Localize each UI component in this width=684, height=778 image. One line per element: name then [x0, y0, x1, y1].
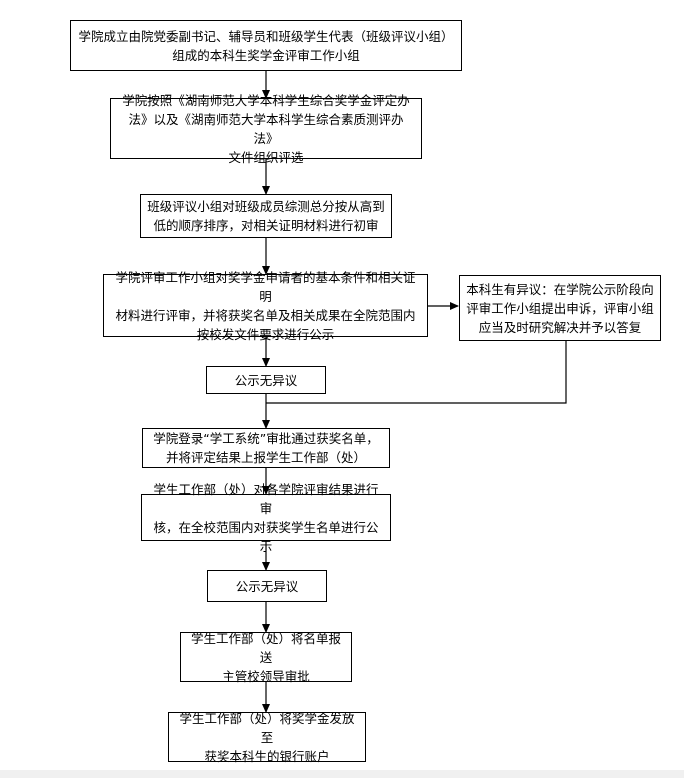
step-form-committee: 学院成立由院党委副书记、辅导员和班级学生代表（班级评议小组） 组成的本科生奖学金…: [70, 20, 462, 71]
step-submit-system: 学院登录“学工系统”审批通过获奖名单， 并将评定结果上报学生工作部（处）: [142, 428, 390, 468]
line-objection-return: [266, 341, 567, 404]
step-leader-approval: 学生工作部（处）将名单报送 主管校领导审批: [180, 631, 352, 684]
step-organize-selection: 学院按照《湖南师范大学本科学生综合奖学金评定办 法》以及《湖南师范大学本科学生综…: [110, 93, 422, 165]
step-publicity-no-objection: 公示无异议: [206, 366, 326, 394]
step-publicity-no-objection-2: 公示无异议: [207, 570, 327, 602]
bottom-scroll-strip: [0, 770, 684, 778]
step-college-review: 学院评审工作小组对奖学金申请者的基本条件和相关证明 材料进行评审，并将获奖名单及…: [103, 270, 428, 342]
step-objection-appeal: 本科生有异议：在学院公示阶段向 评审工作小组提出申诉，评审小组 应当及时研究解决…: [459, 275, 661, 341]
step-university-review: 学生工作部（处）对各学院评审结果进行审 核，在全校范围内对获奖学生名单进行公示: [141, 482, 391, 554]
step-class-ranking: 班级评议小组对班级成员综测总分按从高到 低的顺序排序，对相关证明材料进行初审: [140, 194, 392, 238]
step-issue-scholarship: 学生工作部（处）将奖学金发放至 获奖本科生的银行账户: [168, 711, 366, 764]
